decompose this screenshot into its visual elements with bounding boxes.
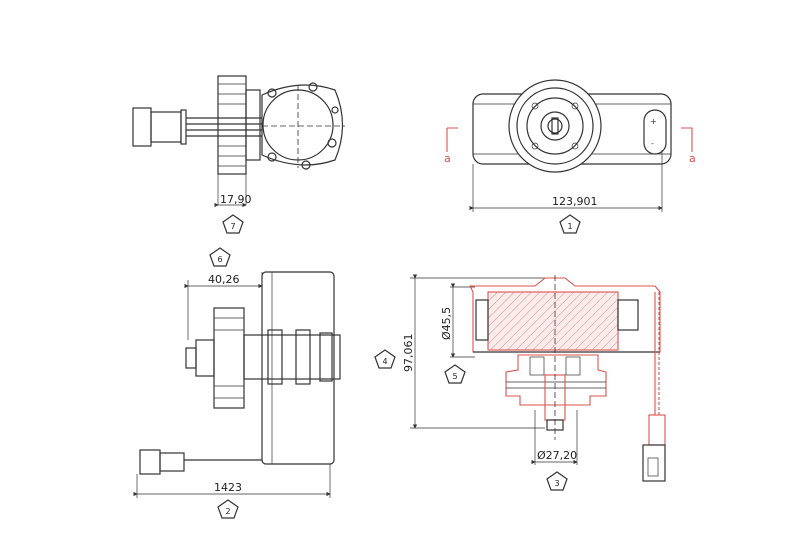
dimension-label: Ø45,5 [440, 307, 453, 340]
svg-text:+: + [650, 117, 657, 126]
callout-pentagon [374, 349, 396, 369]
callout-label: 2 [225, 507, 230, 516]
dimension-label: 1423 [214, 481, 242, 494]
dimension-label: 17,90 [220, 193, 252, 206]
callout-pentagon [444, 364, 466, 384]
callout-pentagon [546, 471, 568, 491]
callout-label: 5 [452, 372, 457, 381]
callout-label: 6 [217, 255, 222, 264]
dimension-label: 123,901 [552, 195, 598, 208]
callout-pentagon [209, 247, 231, 267]
section-marker-right: a [689, 152, 696, 165]
callout-pentagon [559, 214, 581, 234]
callout-label: 3 [554, 479, 559, 488]
callout-pentagon [222, 214, 244, 234]
svg-text:-: - [651, 139, 654, 148]
bottom-left-view: 40,26 1423 2 [133, 271, 341, 519]
callout-label: 4 [382, 357, 387, 366]
dimension-label: 97,061 [402, 334, 415, 373]
section-marker-left: a [444, 152, 451, 165]
dimension-label: 40,26 [208, 273, 240, 286]
dimension-label: Ø27,20 [537, 449, 577, 462]
callout-label: 1 [567, 222, 572, 231]
top-right-view: + - a a 123,901 1 [444, 79, 696, 234]
callout-pentagon [217, 499, 239, 519]
top-left-view: 17,90 7 6 [132, 75, 345, 267]
bottom-right-section-view: 97,061 Ø45,5 Ø27,20 4 5 3 [374, 274, 666, 491]
callout-label: 7 [230, 222, 235, 231]
